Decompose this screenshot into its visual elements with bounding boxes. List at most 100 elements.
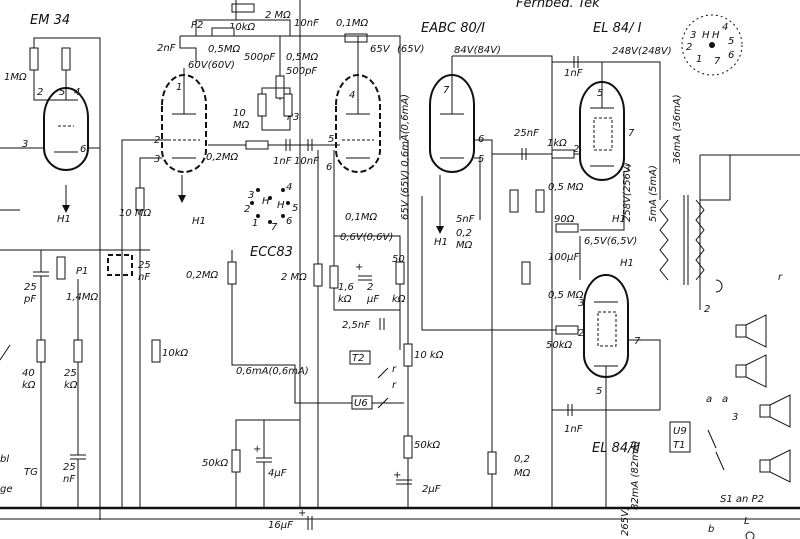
svg-text:+: + (298, 508, 306, 519)
svg-text:r: r (392, 364, 397, 375)
svg-text:6: 6 (728, 50, 734, 61)
svg-text:H1: H1 (612, 214, 626, 225)
svg-text:a: a (722, 394, 728, 405)
svg-text:2: 2 (686, 42, 692, 53)
svg-text:1kΩ: 1kΩ (547, 138, 567, 149)
svg-text:TG: TG (24, 467, 38, 478)
speaker-2-icon (735, 354, 767, 388)
svg-text:0,2: 0,2 (514, 454, 530, 465)
em34-label: EM 34 (30, 13, 70, 28)
svg-text:5: 5 (728, 36, 734, 47)
svg-text:50kΩ: 50kΩ (546, 340, 573, 351)
svg-text:r: r (778, 272, 783, 283)
svg-text:b: b (708, 524, 714, 535)
output-transformer-secondary (695, 199, 705, 281)
svg-text:1,6: 1,6 (338, 282, 354, 293)
svg-text:L: L (744, 516, 750, 527)
svg-text:5: 5 (478, 154, 484, 165)
svg-text:10kΩ: 10kΩ (162, 348, 189, 359)
svg-text:16µF: 16µF (268, 520, 293, 531)
svg-text:7: 7 (443, 85, 450, 96)
svg-text:65V (65V) 0,6mA(0,6mA): 65V (65V) 0,6mA(0,6mA) (400, 94, 411, 220)
svg-text:0,2MΩ: 0,2MΩ (186, 270, 219, 281)
svg-text:2: 2 (37, 87, 43, 98)
em34-tube (43, 87, 89, 171)
svg-text:6: 6 (80, 144, 86, 155)
svg-text:0,5 MΩ: 0,5 MΩ (548, 182, 584, 193)
svg-text:kΩ: kΩ (338, 294, 352, 305)
svg-text:MΩ: MΩ (233, 120, 250, 131)
svg-text:265V): 265V) (620, 506, 631, 536)
svg-text:+: + (253, 444, 261, 455)
svg-text:10: 10 (233, 108, 246, 119)
svg-text:1: 1 (176, 82, 182, 93)
svg-text:7: 7 (714, 56, 721, 67)
svg-text:7: 7 (634, 336, 641, 347)
svg-text:S1 an P2: S1 an P2 (720, 494, 764, 505)
svg-text:H: H (712, 30, 720, 41)
socket-diagram-mid (250, 188, 290, 224)
svg-text:P3: P3 (287, 112, 299, 123)
svg-text:kΩ: kΩ (64, 380, 78, 391)
ecc83-label: ECC83 (250, 245, 293, 260)
svg-text:1nF: 1nF (564, 68, 583, 79)
svg-text:25: 25 (63, 462, 76, 473)
svg-text:65V: 65V (370, 44, 391, 55)
svg-text:kΩ: kΩ (392, 294, 406, 305)
svg-text:2: 2 (367, 282, 373, 293)
svg-text:6: 6 (286, 216, 292, 227)
svg-text:P1: P1 (76, 266, 88, 277)
svg-text:25: 25 (138, 260, 151, 271)
svg-text:H1: H1 (620, 258, 634, 269)
svg-text:0,5MΩ: 0,5MΩ (286, 52, 319, 63)
top-title: Fernbed. Tek (516, 0, 600, 11)
svg-text:2µF: 2µF (422, 484, 441, 495)
svg-text:60V(60V): 60V(60V) (188, 60, 235, 71)
svg-text:2 MΩ: 2 MΩ (265, 10, 291, 21)
svg-text:7: 7 (271, 222, 278, 233)
svg-text:6,5V(6,5V): 6,5V(6,5V) (584, 236, 637, 247)
svg-text:H1: H1 (57, 214, 71, 225)
svg-text:2: 2 (578, 328, 584, 339)
svg-text:0,6mA(0,6mA): 0,6mA(0,6mA) (236, 366, 309, 377)
ecc83-tube-left (161, 74, 207, 173)
svg-text:+: + (355, 262, 363, 273)
svg-text:40: 40 (22, 368, 35, 379)
svg-text:1,4MΩ: 1,4MΩ (66, 292, 99, 303)
svg-text:3: 3 (578, 298, 584, 309)
el84-2-tube (583, 274, 629, 378)
svg-text:µF: µF (366, 294, 379, 305)
svg-text:1nF: 1nF (564, 424, 583, 435)
svg-text:U9: U9 (673, 426, 687, 437)
svg-text:(65V): (65V) (397, 44, 424, 55)
svg-text:1: 1 (696, 54, 702, 65)
svg-text:ge: ge (0, 484, 13, 495)
svg-text:0,1MΩ: 0,1MΩ (336, 18, 369, 29)
svg-text:25nF: 25nF (514, 128, 539, 139)
svg-text:2: 2 (573, 144, 579, 155)
svg-text:2: 2 (704, 304, 710, 315)
svg-text:7: 7 (628, 128, 635, 139)
svg-text:4: 4 (349, 90, 355, 101)
output-transformer-primary (659, 199, 669, 281)
svg-text:50kΩ: 50kΩ (202, 458, 229, 469)
svg-text:3: 3 (624, 164, 630, 175)
svg-text:258V(256V): 258V(256V) (622, 162, 633, 222)
svg-text:25: 25 (24, 282, 37, 293)
svg-text:P2: P2 (191, 20, 203, 31)
svg-text:0,2: 0,2 (456, 228, 472, 239)
eabc80-label: EABC 80/I (421, 21, 485, 36)
el84-2-label: EL 84/II (592, 441, 640, 456)
svg-text:2: 2 (244, 204, 250, 215)
svg-text:2nF: 2nF (157, 43, 176, 54)
svg-text:10 MΩ: 10 MΩ (119, 208, 152, 219)
svg-text:3: 3 (732, 412, 738, 423)
svg-text:50: 50 (392, 254, 405, 265)
svg-text:10kΩ: 10kΩ (229, 22, 256, 33)
svg-text:5: 5 (59, 87, 65, 98)
svg-text:4µF: 4µF (268, 468, 287, 479)
svg-text:50kΩ: 50kΩ (414, 440, 441, 451)
svg-text:5mA (5mA): 5mA (5mA) (648, 165, 659, 222)
svg-text:3: 3 (248, 190, 254, 201)
speaker-1-icon (735, 314, 767, 348)
